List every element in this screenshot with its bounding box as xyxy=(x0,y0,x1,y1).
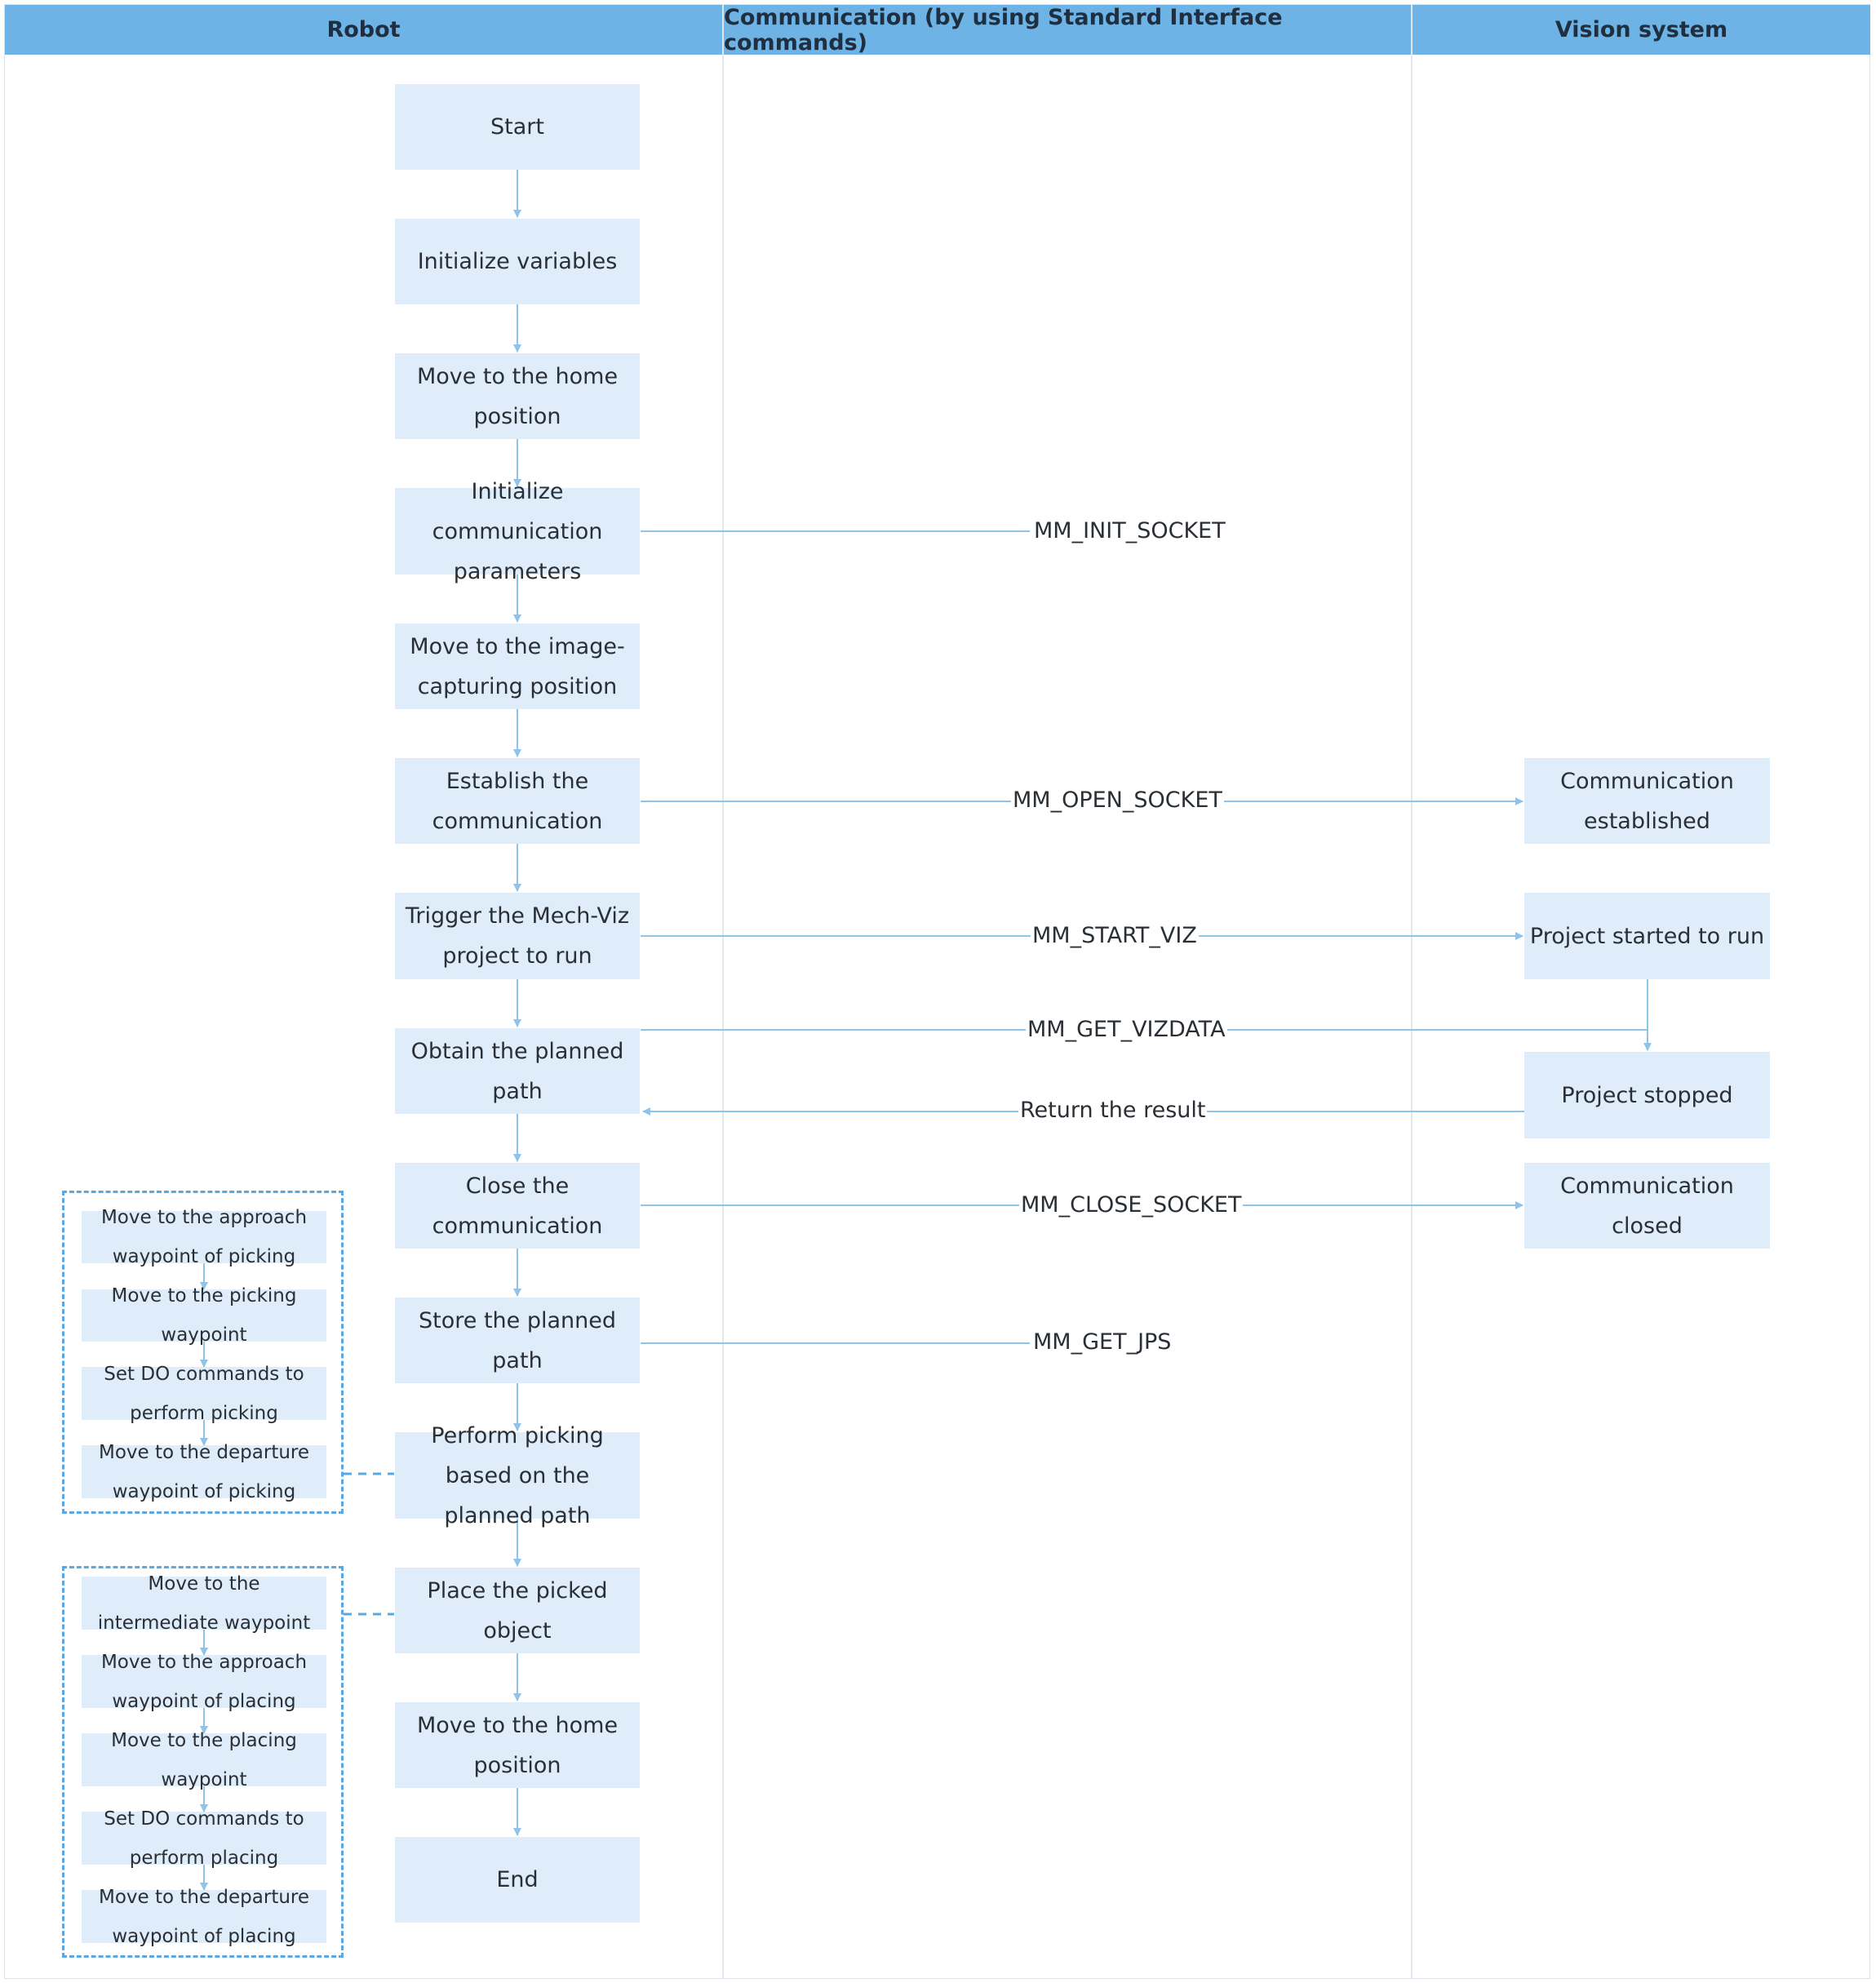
message-get-vizdata: MM_GET_VIZDATA xyxy=(1026,1016,1227,1044)
diagram-frame xyxy=(4,4,1870,1979)
picking-substep: Set DO commands to perform picking xyxy=(82,1364,326,1424)
placing-substep: Move to the placing waypoint xyxy=(82,1730,326,1790)
placing-substep: Set DO commands to perform placing xyxy=(82,1808,326,1869)
step-close-comm: Close the communication xyxy=(395,1163,640,1249)
placing-substep: Move to the departure waypoint of placin… xyxy=(82,1887,326,1947)
step-end: End xyxy=(395,1837,640,1923)
vision-project-stopped: Project stopped xyxy=(1524,1052,1770,1138)
picking-substep: Move to the departure waypoint of pickin… xyxy=(82,1442,326,1502)
message-close-socket: MM_CLOSE_SOCKET xyxy=(1019,1191,1244,1219)
message-get-jps: MM_GET_JPS xyxy=(1031,1329,1173,1356)
picking-substep: Move to the picking waypoint xyxy=(82,1285,326,1346)
picking-substeps-group xyxy=(62,1191,344,1514)
step-move-home-final: Move to the home position xyxy=(395,1702,640,1788)
lane-divider-2 xyxy=(1411,4,1413,1979)
picking-substep: Move to the approach waypoint of picking xyxy=(82,1207,326,1267)
lane-header-communication: Communication (by using Standard Interfa… xyxy=(724,5,1411,55)
placing-substep: Move to the intermediate waypoint xyxy=(82,1573,326,1634)
step-obtain-path: Obtain the planned path xyxy=(395,1028,640,1114)
step-store-path: Store the planned path xyxy=(395,1298,640,1383)
step-init-comm-params: Initialize communication parameters xyxy=(395,479,640,584)
vision-comm-established: Communication established xyxy=(1524,758,1770,844)
lane-divider-1 xyxy=(722,4,724,1979)
step-initialize-variables: Initialize variables xyxy=(395,219,640,304)
lane-header-vision: Vision system xyxy=(1413,5,1870,55)
step-trigger-mechviz: Trigger the Mech-Viz project to run xyxy=(395,893,640,979)
step-move-home: Move to the home position xyxy=(395,353,640,439)
step-place-object: Place the picked object xyxy=(395,1568,640,1653)
message-open-socket: MM_OPEN_SOCKET xyxy=(1011,787,1224,814)
placing-substep: Move to the approach waypoint of placing xyxy=(82,1652,326,1712)
lane-header-robot: Robot xyxy=(5,5,722,55)
vision-project-started: Project started to run xyxy=(1524,893,1770,979)
message-start-viz: MM_START_VIZ xyxy=(1031,922,1199,950)
placing-substeps-group xyxy=(62,1566,344,1958)
message-return-result: Return the result xyxy=(1018,1097,1208,1125)
message-init-socket: MM_INIT_SOCKET xyxy=(1032,517,1227,545)
step-perform-picking: Perform picking based on the planned pat… xyxy=(395,1423,640,1528)
step-move-image-capturing: Move to the image-capturing position xyxy=(395,623,640,709)
vision-comm-closed: Communication closed xyxy=(1524,1163,1770,1249)
step-establish-comm: Establish the communication xyxy=(395,758,640,844)
step-start: Start xyxy=(395,84,640,170)
